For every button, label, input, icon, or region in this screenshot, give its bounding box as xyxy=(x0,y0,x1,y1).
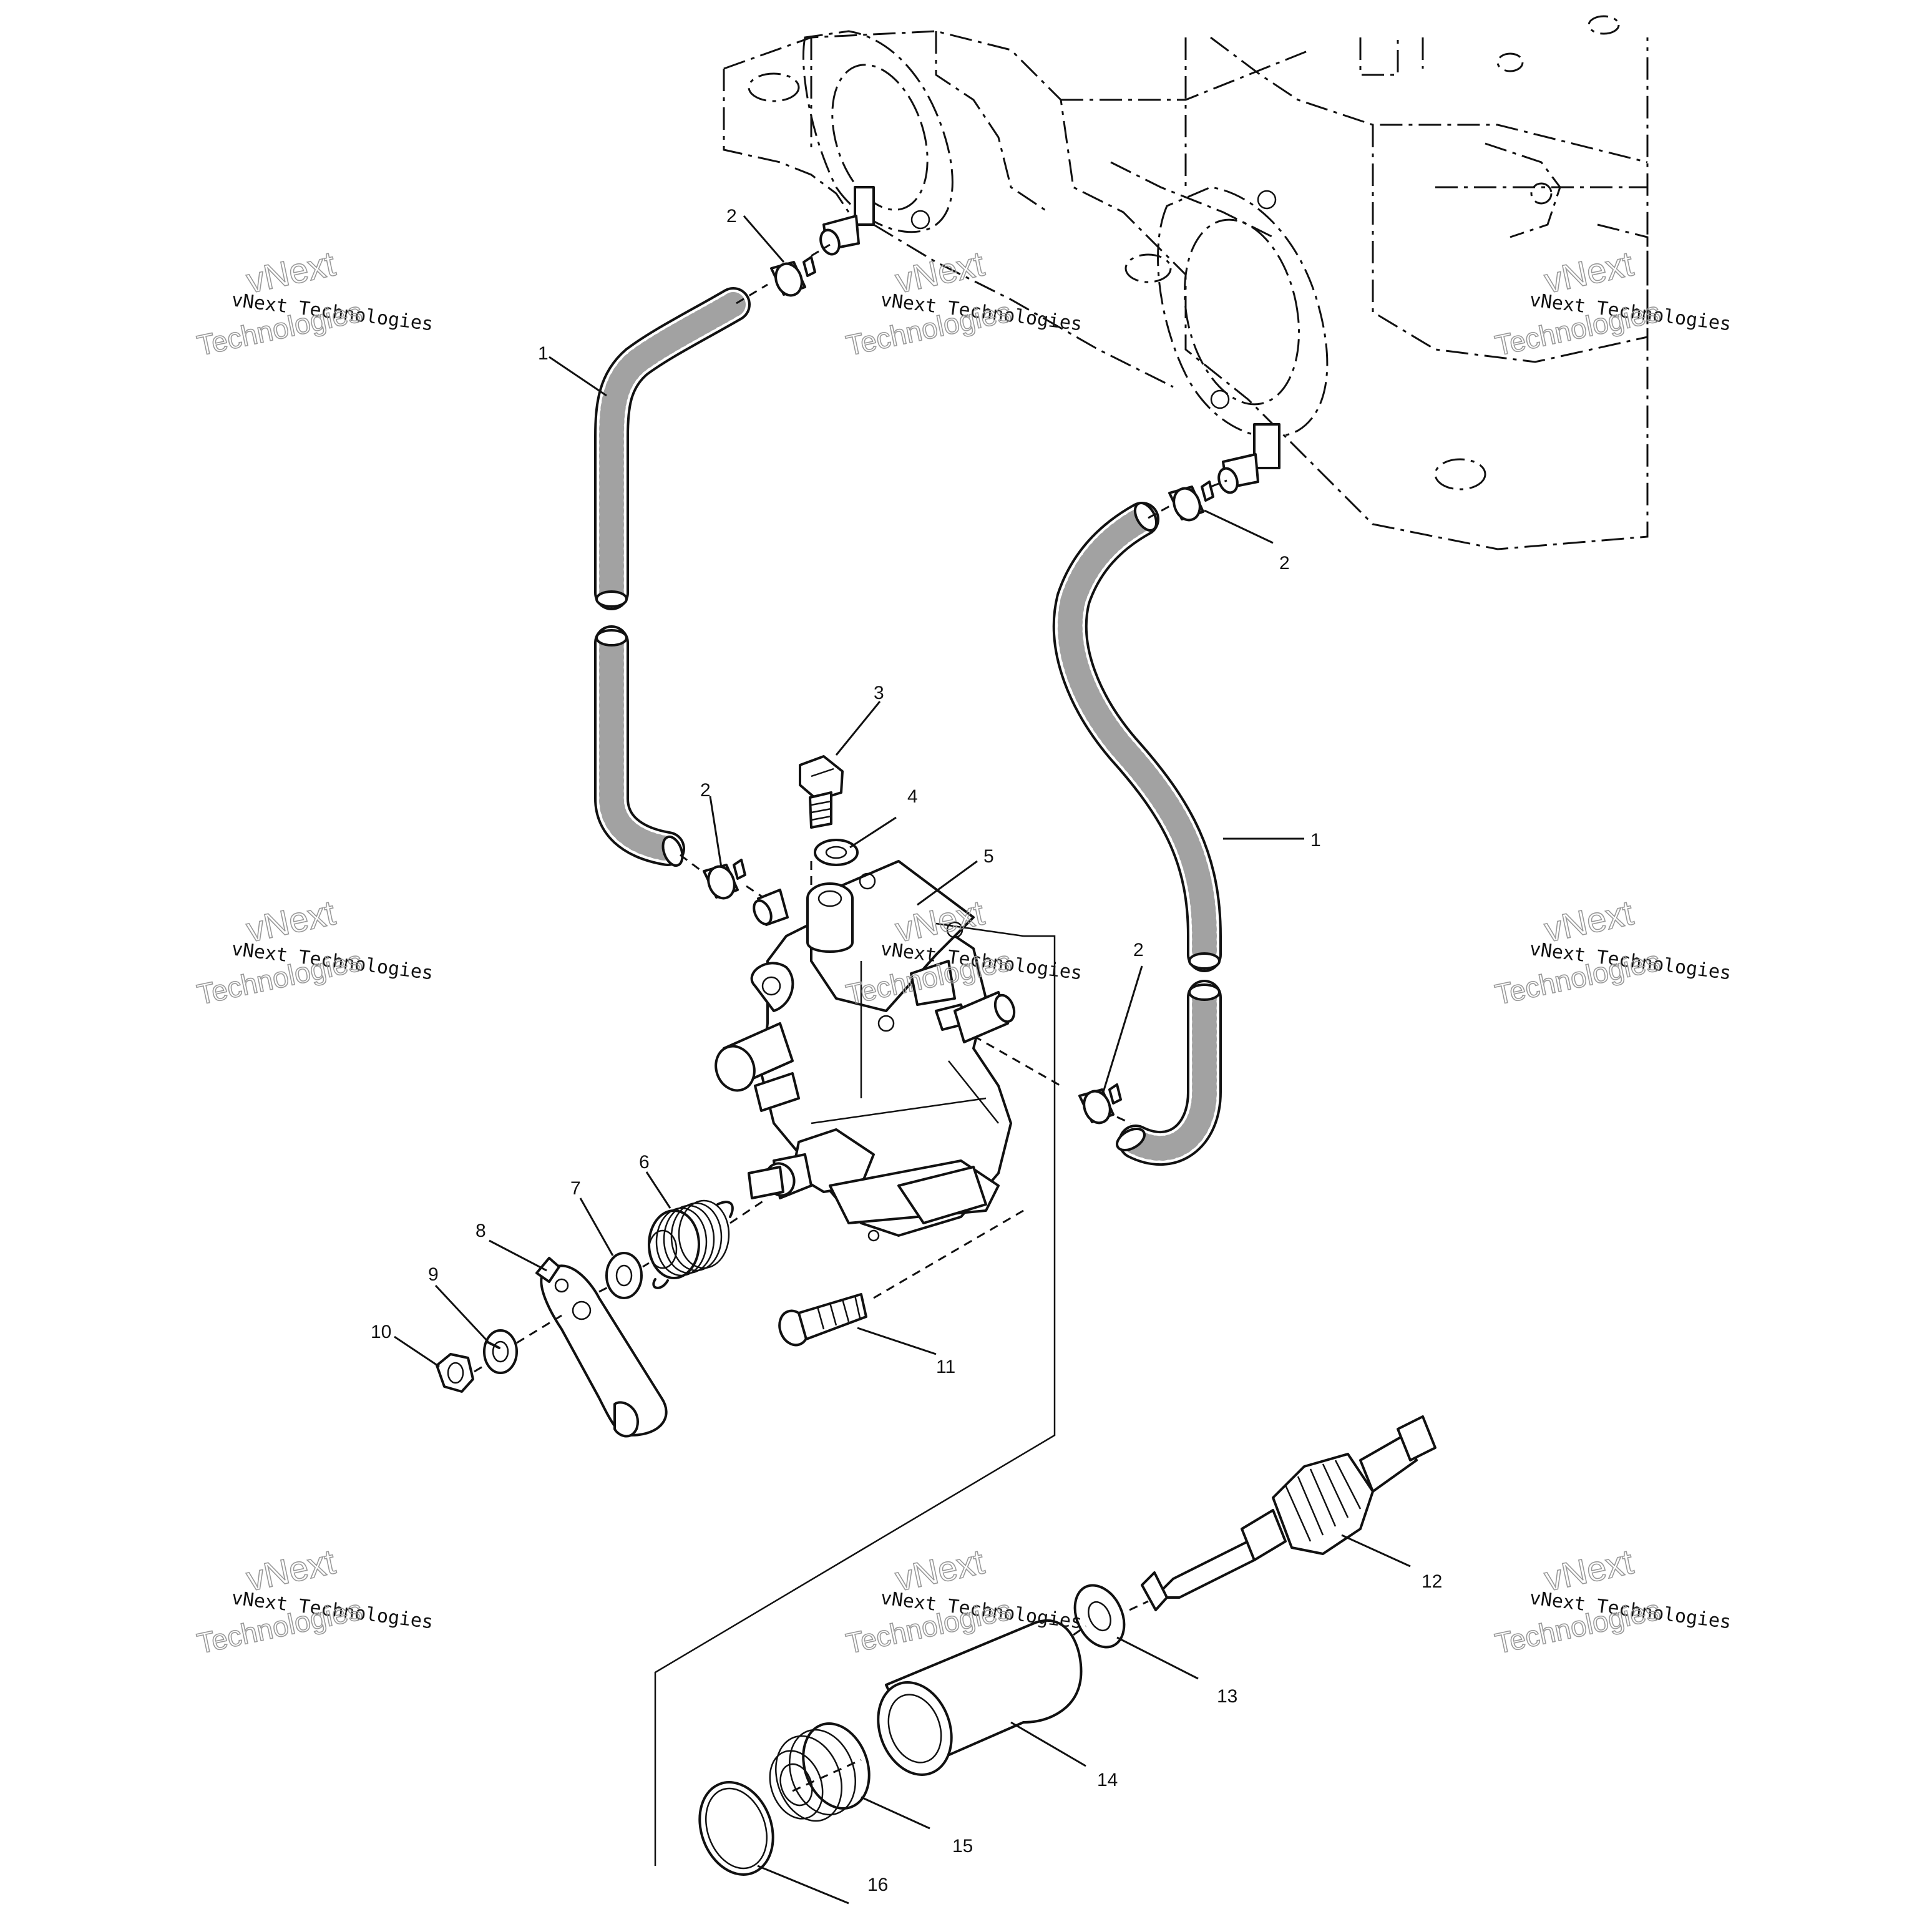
callout-16: 16 xyxy=(867,1875,888,1895)
callout-11: 11 xyxy=(936,1357,955,1377)
return-spring xyxy=(648,1199,734,1289)
hose-clamp-top-right xyxy=(1168,481,1214,522)
watermark-middle-right: vNext vNext Technologies Technologies xyxy=(1491,892,1732,1011)
hose-clamp-pump-left xyxy=(703,859,746,900)
oil-pump-body xyxy=(715,860,1016,1242)
snap-ring xyxy=(698,1781,774,1876)
callout-2-pump-left: 2 xyxy=(700,780,711,801)
lock-washer xyxy=(483,1329,518,1374)
callout-8: 8 xyxy=(476,1221,486,1241)
callout-9: 9 xyxy=(428,1264,439,1285)
pump-screw xyxy=(778,1293,867,1347)
hex-nut xyxy=(436,1353,474,1393)
engine-block xyxy=(723,15,1649,550)
hose-clamp-top-left xyxy=(770,256,816,297)
callout-2-top-left: 2 xyxy=(726,206,737,227)
callout-3: 3 xyxy=(874,683,884,703)
callout-2-top-right: 2 xyxy=(1279,553,1290,573)
hose-left xyxy=(594,287,751,867)
callout-2-pump-right: 2 xyxy=(1133,940,1144,960)
hose-right xyxy=(1052,502,1222,1166)
watermark-bottom-right: vNext vNext Technologies Technologies xyxy=(1491,1541,1732,1660)
callout-1-right: 1 xyxy=(1310,830,1321,851)
watermark-middle-left: vNext vNext Technologies Technologies xyxy=(193,892,434,1011)
callout-7: 7 xyxy=(570,1178,581,1199)
bushing-sleeve xyxy=(877,1619,1083,1776)
spring-cap xyxy=(769,1722,871,1822)
callout-6: 6 xyxy=(639,1152,650,1173)
callout-10: 10 xyxy=(371,1322,391,1342)
callout-4: 4 xyxy=(907,786,918,807)
sealing-washer xyxy=(814,839,859,866)
banjo-bolt xyxy=(799,755,844,829)
callout-14: 14 xyxy=(1097,1770,1118,1790)
watermark-bottom-left: vNext vNext Technologies Technologies xyxy=(193,1541,434,1660)
callout-1-left: 1 xyxy=(538,343,549,364)
flat-washer xyxy=(605,1252,643,1299)
drive-gear-shaft xyxy=(1141,1415,1437,1611)
watermark-top-left: vNext vNext Technologies Technologies xyxy=(193,243,434,362)
callout-15: 15 xyxy=(952,1836,973,1856)
hose-clamp-pump-right xyxy=(1078,1083,1122,1125)
watermark-top-center: vNext vNext Technologies Technologies xyxy=(842,243,1083,362)
callout-13: 13 xyxy=(1217,1686,1237,1707)
pump-lever xyxy=(535,1257,668,1438)
callout-12: 12 xyxy=(1422,1571,1442,1592)
callout-5: 5 xyxy=(983,846,994,867)
callout-labels: 1 2 2 1 2 3 2 4 5 2 6 7 8 9 10 11 12 13 … xyxy=(371,206,1442,1895)
thrust-washer xyxy=(1073,1584,1126,1649)
